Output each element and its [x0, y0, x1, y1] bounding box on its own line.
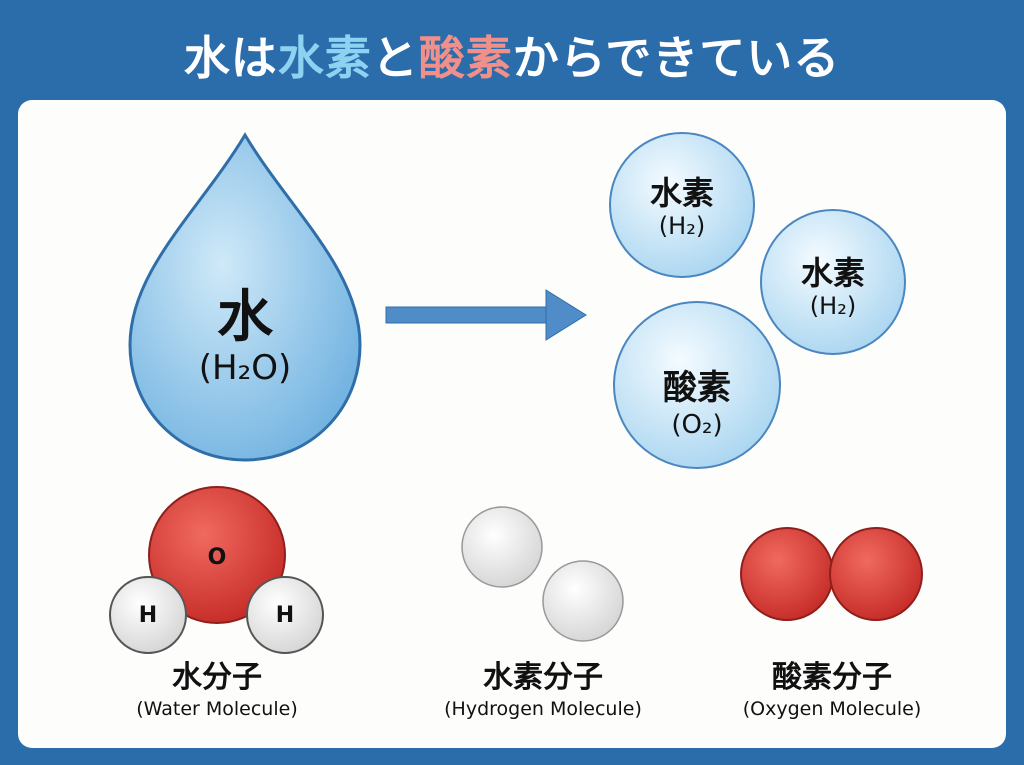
water-drop	[128, 132, 362, 462]
molecule-english: (Oxygen Molecule)	[742, 698, 922, 720]
atom-label: H	[138, 603, 158, 628]
bubble-formula: (H₂)	[809, 292, 857, 320]
hydrogen-atom	[109, 576, 187, 654]
oxygen-bubble	[613, 301, 781, 469]
bubble-label: 酸素	[663, 368, 731, 408]
oxygen-atom	[829, 527, 923, 621]
atom-label: H	[275, 603, 295, 628]
molecule-label: 水分子	[172, 660, 262, 695]
oxygen-atom	[740, 527, 834, 621]
title-hydrogen: 水素	[277, 31, 372, 85]
bubble-formula: (O₂)	[671, 410, 723, 440]
bubble-formula: (H₂)	[658, 212, 706, 240]
oxygen-atom	[148, 486, 286, 624]
hydrogen-atom	[542, 560, 624, 642]
molecule-english: (Hydrogen Molecule)	[444, 698, 642, 720]
drop-label: 水	[217, 285, 273, 350]
molecule-label: 酸素分子	[772, 660, 892, 695]
title-part: と	[371, 31, 419, 85]
bubble-label: 水素	[649, 174, 715, 212]
bubble-label: 水素	[800, 254, 866, 292]
hydrogen-bubble	[609, 132, 755, 278]
hydrogen-atom	[461, 506, 543, 588]
molecule-label: 水素分子	[483, 660, 603, 695]
arrow-icon	[385, 289, 587, 341]
title-part: 水は	[183, 31, 278, 85]
hydrogen-atom	[246, 576, 324, 654]
atom-label: O	[207, 545, 227, 570]
hydrogen-bubble	[760, 209, 906, 355]
title-oxygen: 酸素	[418, 31, 513, 85]
drop-formula: (H₂O)	[198, 348, 292, 388]
title-part: からできている	[512, 31, 841, 85]
page-title: 水は水素と酸素からできている	[0, 22, 1024, 88]
molecule-english: (Water Molecule)	[136, 698, 298, 720]
